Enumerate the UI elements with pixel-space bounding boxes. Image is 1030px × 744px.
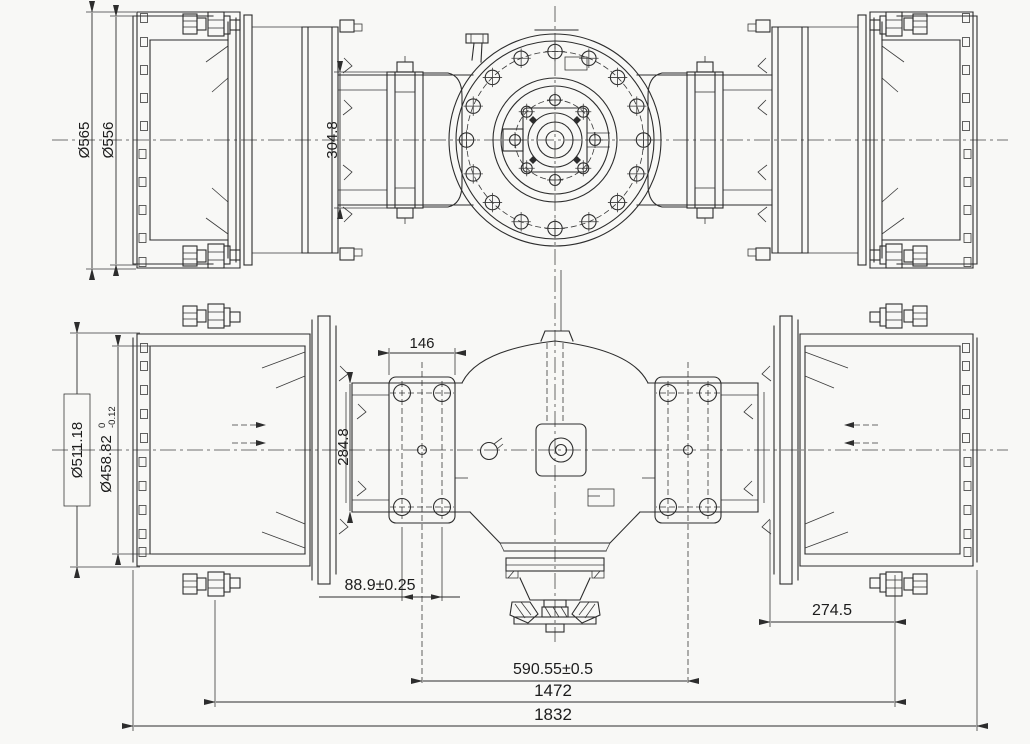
plan-right-wheel-end <box>639 303 978 687</box>
dim-tube-height: 284.8 <box>335 428 352 466</box>
wheel-studs <box>182 303 241 597</box>
dim-pilot-tol-upper: 0 <box>97 423 108 428</box>
dim-pilot-tol-lower: -0.12 <box>107 406 118 428</box>
dim-front-drum-diameter: Ø556 <box>100 122 117 159</box>
plan-view: 146 284.8 Ø511.18 Ø458.82 0 -0.12 <box>63 303 988 731</box>
dim-pilot-diameter: Ø458.82 <box>98 435 115 493</box>
front-left-wheel-end <box>132 11 474 269</box>
dim-mounting-face-span: 1472 <box>534 681 572 700</box>
dim-overall-width: 1832 <box>534 705 572 724</box>
plan-dimensions: 146 284.8 Ø511.18 Ø458.82 0 -0.12 <box>63 322 988 731</box>
front-dimensions: Ø565 Ø556 304.8 <box>76 0 390 280</box>
dim-drum-outer-diameter: Ø511.18 <box>69 422 86 478</box>
dim-front-outer-diameter: Ø565 <box>76 122 93 159</box>
input-yoke <box>509 599 601 633</box>
plan-center-housing <box>461 330 649 633</box>
dim-drum-depth: 274.5 <box>812 602 852 619</box>
dim-plate-width: 146 <box>409 335 434 352</box>
dim-front-flange-height: 304.8 <box>324 121 341 159</box>
front-view: Ø565 Ø556 304.8 <box>76 0 978 280</box>
dim-flange-center-span: 590.55±0.5 <box>513 661 593 678</box>
wheel-studs <box>182 11 241 269</box>
drain-plug <box>479 441 499 461</box>
front-diff-carrier <box>448 29 662 247</box>
centerlines <box>52 6 1008 642</box>
dim-bolt-spacing: 88.9±0.25 <box>344 577 415 594</box>
breather-fitting <box>465 33 489 63</box>
plan-left-wheel-end <box>132 303 471 686</box>
